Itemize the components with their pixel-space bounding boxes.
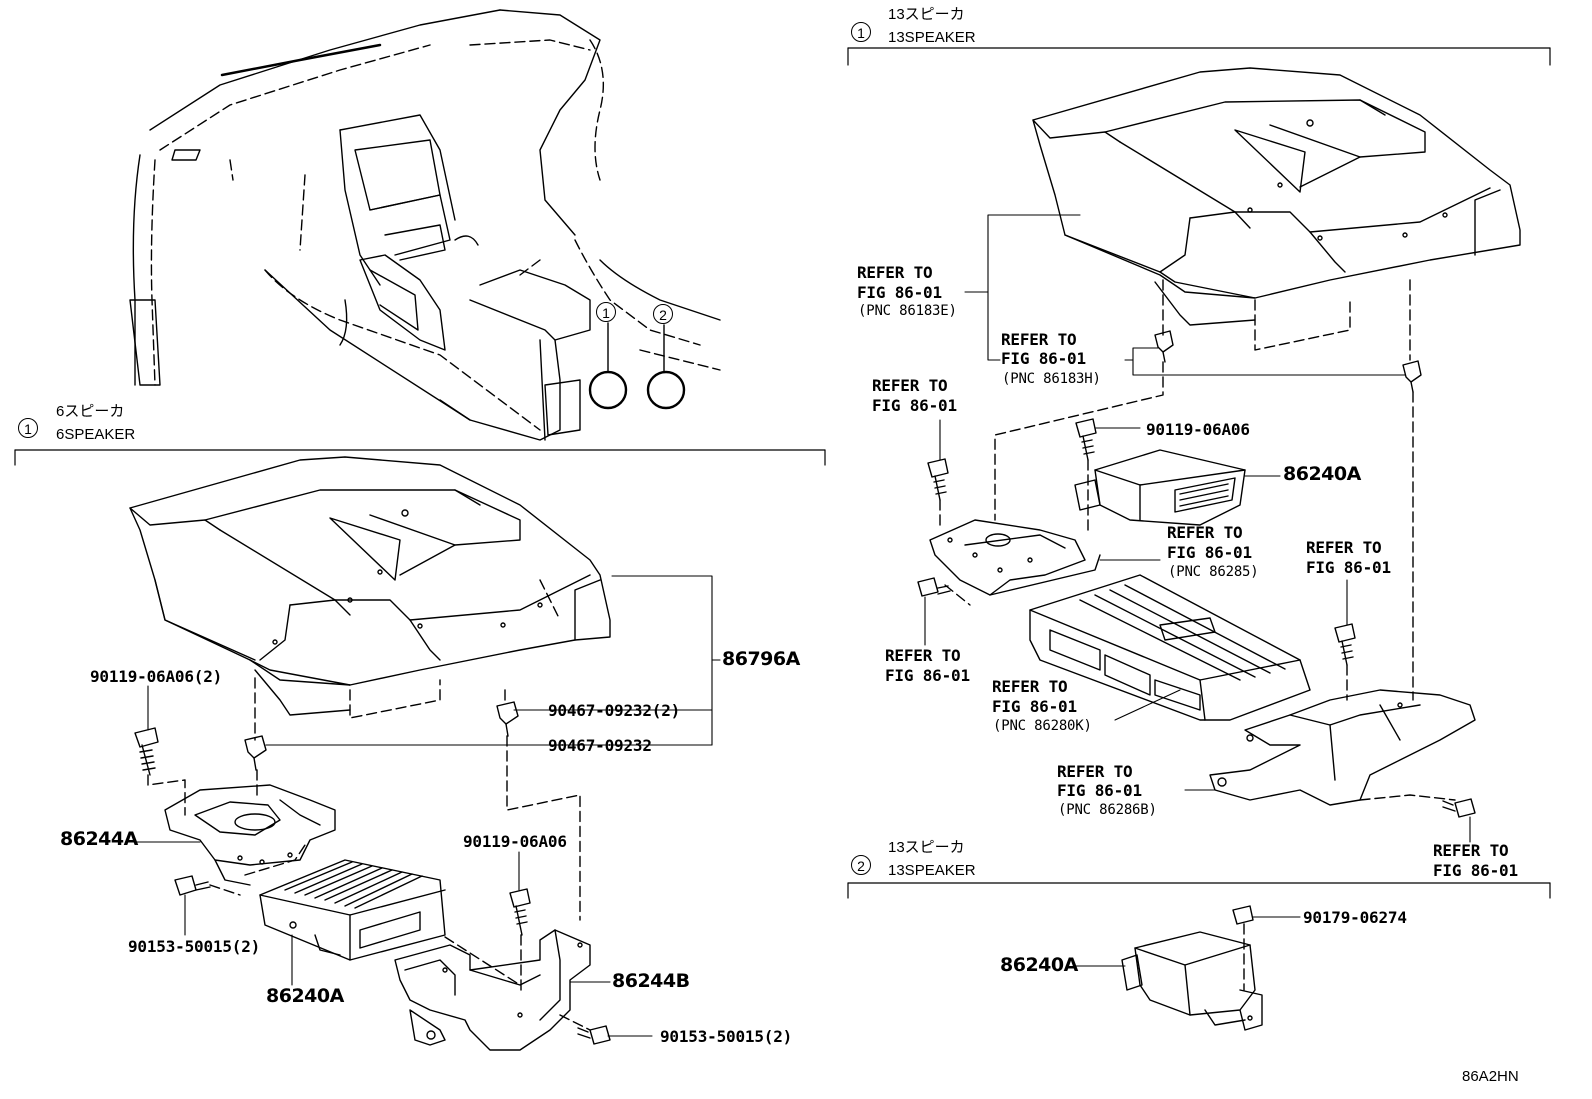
speaker-cover-86796A xyxy=(129,456,611,719)
refer-right-2-line1: REFER TO xyxy=(1433,841,1509,860)
screw-90153-left xyxy=(174,875,241,896)
refer-pnc-86285-line2: FIG 86-01 xyxy=(1167,543,1252,562)
leader-lines-right-top xyxy=(924,214,1471,843)
refer-left-2-line2: FIG 86-01 xyxy=(885,666,970,685)
amplifier-86240A-left xyxy=(259,859,446,961)
label-86240A-right: 86240A xyxy=(1283,463,1361,485)
module-86240A-lower xyxy=(1121,931,1263,1031)
refer-pnc-86280K-line1: REFER TO xyxy=(992,677,1068,696)
refer-pnc-86183H-line3: (PNC 86183H) xyxy=(1002,371,1101,387)
module-86240A-right xyxy=(1074,449,1246,526)
overview-callout-1: 1 xyxy=(596,302,616,322)
label-90119-06A06-qty2: 90119-06A06(2) xyxy=(90,667,223,686)
section-badge-13speaker-1: 1 xyxy=(851,22,871,42)
refer-pnc-86183H-line2: FIG 86-01 xyxy=(1001,349,1086,368)
section-title-en-13speaker-1: 13SPEAKER xyxy=(888,29,976,46)
bolt-90119-left xyxy=(134,727,159,776)
bolt-refer-left-2 xyxy=(917,577,951,597)
bracket-right-top xyxy=(929,519,1101,606)
console-overview-drawing xyxy=(129,9,721,441)
label-90467-09232-qty2: 90467-09232(2) xyxy=(548,701,681,720)
label-90179-06274: 90179-06274 xyxy=(1303,908,1407,927)
clip-right-a xyxy=(1154,330,1174,363)
bracket-86244A xyxy=(164,784,336,886)
section-title-en-6speaker: 6SPEAKER xyxy=(56,426,136,443)
speaker-cover-right xyxy=(1032,67,1521,361)
refer-right-1-line1: REFER TO xyxy=(1306,538,1382,557)
label-90467-09232: 90467-09232 xyxy=(548,736,652,755)
label-90153-50015-left: 90153-50015(2) xyxy=(128,937,261,956)
clip-90467-b xyxy=(496,701,519,737)
label-86240A-left: 86240A xyxy=(266,985,344,1007)
refer-pnc-86286B-line2: FIG 86-01 xyxy=(1057,781,1142,800)
refer-right-2-line2: FIG 86-01 xyxy=(1433,861,1518,880)
figure-code: 86A2HN xyxy=(1462,1068,1519,1085)
amplifier-right xyxy=(1029,574,1311,721)
bolt-90179 xyxy=(1232,905,1254,991)
refer-pnc-86183E-line2: FIG 86-01 xyxy=(857,283,942,302)
section-title-jp-6speaker: 6スピーカ xyxy=(56,403,125,420)
label-86796A: 86796A xyxy=(722,648,800,670)
refer-pnc-86280K-line3: (PNC 86280K) xyxy=(993,718,1092,734)
refer-left-1-line1: REFER TO xyxy=(872,376,948,395)
section-badge-6speaker: 1 xyxy=(18,418,38,438)
refer-pnc-86285-line1: REFER TO xyxy=(1167,523,1243,542)
label-90153-50015-right: 90153-50015(2) xyxy=(660,1027,793,1046)
clip-90467-a xyxy=(244,735,267,771)
refer-pnc-86280K-line2: FIG 86-01 xyxy=(992,697,1077,716)
refer-pnc-86183E-line1: REFER TO xyxy=(857,263,933,282)
refer-pnc-86286B-line3: (PNC 86286B) xyxy=(1058,802,1157,818)
bracket-right-lower xyxy=(1209,689,1476,806)
label-86244A: 86244A xyxy=(60,828,138,850)
refer-left-2-line1: REFER TO xyxy=(885,646,961,665)
section-title-jp-13speaker-1: 13スピーカ xyxy=(888,6,965,23)
refer-left-1-line2: FIG 86-01 xyxy=(872,396,957,415)
section-title-en-13speaker-2: 13SPEAKER xyxy=(888,862,976,879)
leader-lines-right-bottom xyxy=(1075,916,1301,967)
label-86244B: 86244B xyxy=(612,970,690,992)
refer-pnc-86183H-line1: REFER TO xyxy=(1001,330,1077,349)
label-90119-06A06-mid: 90119-06A06 xyxy=(463,832,567,851)
refer-pnc-86286B-line1: REFER TO xyxy=(1057,762,1133,781)
bolt-refer-right-2 xyxy=(1442,798,1476,818)
screw-90153-right xyxy=(577,1025,611,1045)
section-badge-13speaker-2: 2 xyxy=(851,855,871,875)
bolt-refer-left-1 xyxy=(927,458,949,526)
label-90119-06A06-right: 90119-06A06 xyxy=(1146,420,1250,439)
bolt-90119-middle xyxy=(509,888,531,991)
bracket-86244B xyxy=(394,929,591,1051)
refer-pnc-86285-line3: (PNC 86285) xyxy=(1168,564,1259,580)
section-title-jp-13speaker-2: 13スピーカ xyxy=(888,839,965,856)
label-86240A-lower: 86240A xyxy=(1000,954,1078,976)
overview-callout-2: 2 xyxy=(653,304,673,324)
leader-lines-left xyxy=(134,575,721,1037)
clip-right-b xyxy=(1402,360,1422,393)
bolt-90119-right xyxy=(1075,418,1097,531)
refer-pnc-86183E-line3: (PNC 86183E) xyxy=(858,303,957,319)
bolt-refer-right-1 xyxy=(1334,623,1356,701)
refer-right-1-line2: FIG 86-01 xyxy=(1306,558,1391,577)
